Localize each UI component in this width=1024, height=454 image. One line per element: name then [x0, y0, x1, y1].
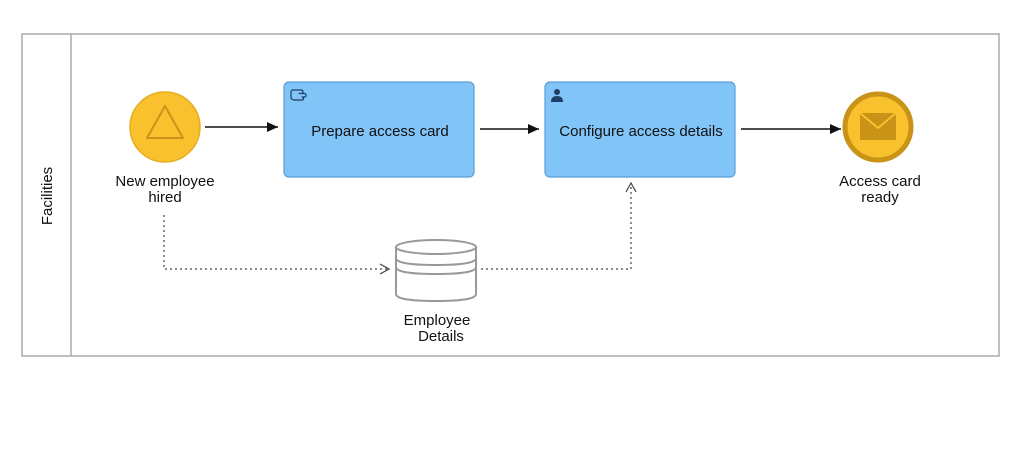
task-prepare-box [283, 81, 475, 178]
lane-label: Facilities [39, 167, 56, 225]
task-configure-box [544, 81, 736, 178]
user-icon [551, 89, 563, 102]
data-association-start-to-store[interactable] [163, 215, 391, 275]
task-prepare-label: Prepare access card [311, 123, 449, 140]
pool-border [21, 33, 1000, 357]
data-store-label-line1: Employee [404, 312, 471, 329]
start-event-label-line2: hired [148, 189, 181, 206]
task-configure-label: Configure access details [559, 123, 722, 140]
task-prepare-access-card[interactable]: Prepare access card [283, 81, 475, 178]
end-event-label-line1: Access card [839, 173, 921, 190]
envelope-icon [859, 112, 897, 140]
start-event[interactable] [129, 91, 201, 163]
data-store-employee-details[interactable] [395, 239, 477, 303]
start-event-circle [129, 91, 201, 163]
task-configure-access-details[interactable]: Configure access details [544, 81, 736, 178]
start-event-label-line1: New employee [115, 173, 214, 190]
end-event[interactable] [842, 91, 914, 163]
manual-hand-icon [290, 89, 307, 101]
triangle-icon [146, 105, 184, 139]
data-association-store-to-configure[interactable] [481, 181, 637, 270]
database-icon [395, 239, 477, 303]
end-event-label-line2: ready [861, 189, 899, 206]
data-store-label-line2: Details [418, 328, 464, 345]
